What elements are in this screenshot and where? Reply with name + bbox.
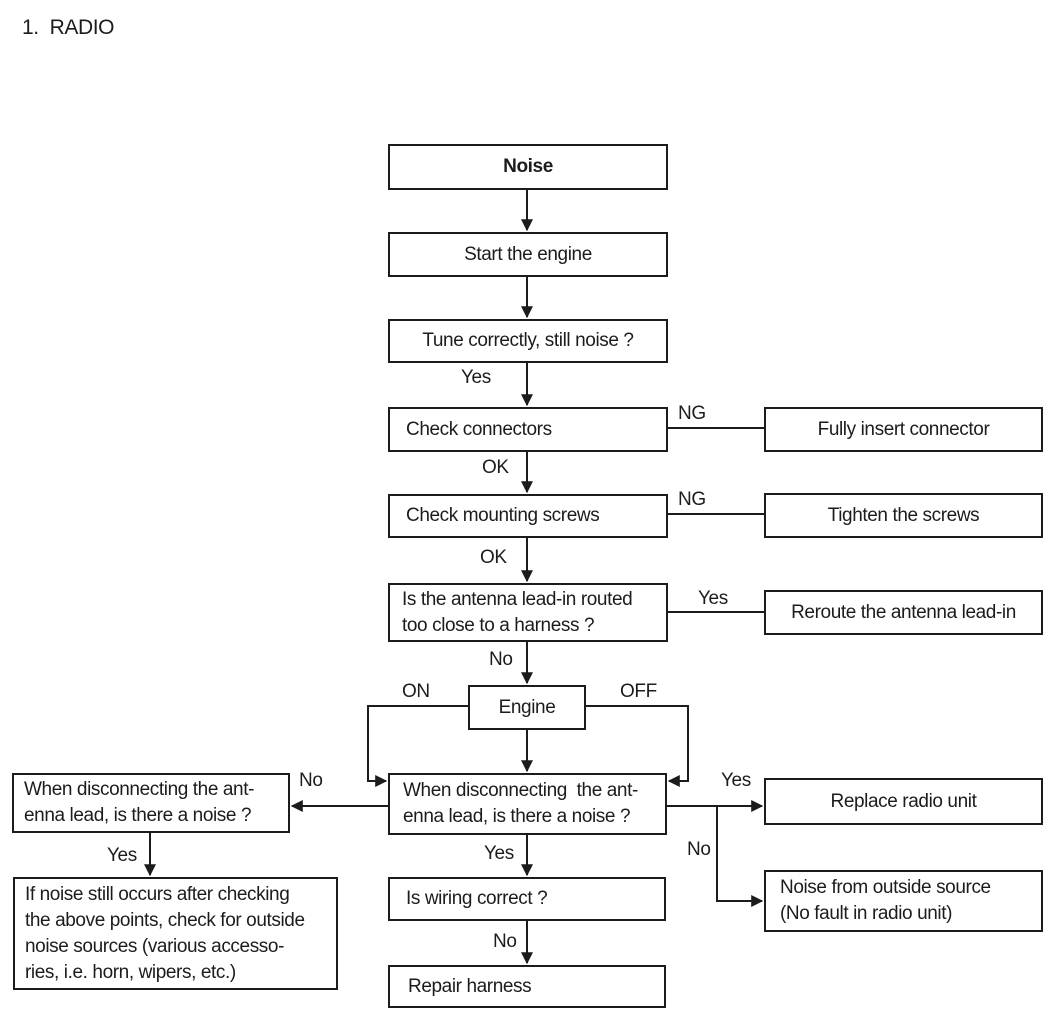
node-replace-radio-unit: Replace radio unit xyxy=(764,778,1043,825)
node-noise: Noise xyxy=(388,144,668,190)
node-fully-insert-connector-label: Fully insert connector xyxy=(817,418,990,440)
label-yes-disc-right: Yes xyxy=(721,770,751,791)
label-yes-antenna: Yes xyxy=(698,588,728,609)
label-ng-connectors: NG xyxy=(678,403,706,424)
label-engine-off: OFF xyxy=(620,681,657,702)
node-disconnect-antenna-left: When disconnecting the ant- enna lead, i… xyxy=(12,773,290,833)
label-no-branch: No xyxy=(687,839,711,860)
node-check-connectors: Check connectors xyxy=(388,407,668,452)
label-no-antenna: No xyxy=(489,649,513,670)
label-ok-connectors: OK xyxy=(482,457,509,478)
node-engine: Engine xyxy=(468,685,586,730)
page-title: 1. RADIO xyxy=(22,16,115,39)
node-check-mounting-screws-label: Check mounting screws xyxy=(406,505,600,526)
label-yes-tune: Yes xyxy=(461,367,491,388)
node-repair-harness: Repair harness xyxy=(388,965,666,1008)
node-disconnect-antenna-left-line2: enna lead, is there a noise ? xyxy=(24,805,252,826)
label-yes-left-down: Yes xyxy=(107,845,137,866)
node-disconnect-antenna-left-line1: When disconnecting the ant- xyxy=(24,779,255,800)
node-engine-label: Engine xyxy=(498,696,556,718)
node-outside-noise-check-line3: noise sources (various accesso- xyxy=(25,935,284,957)
node-antenna-leadin-line2: too close to a harness ? xyxy=(402,614,595,636)
node-antenna-leadin-line1: Is the antenna lead-in routed xyxy=(402,588,633,610)
node-start-engine-label: Start the engine xyxy=(464,243,592,265)
node-disconnect-antenna-center-line1: When disconnecting the ant- xyxy=(403,780,638,801)
node-noise-outside-source: Noise from outside source (No fault in r… xyxy=(764,870,1043,932)
node-fully-insert-connector: Fully insert connector xyxy=(764,407,1043,452)
node-tighten-screws: Tighten the screws xyxy=(764,493,1043,538)
node-noise-outside-source-line1: Noise from outside source xyxy=(780,877,991,898)
node-tune-correctly-label: Tune correctly, still noise ? xyxy=(422,330,634,351)
node-outside-noise-check-line4: ries, i.e. horn, wipers, etc.) xyxy=(25,961,236,983)
label-ng-screws: NG xyxy=(678,489,706,510)
node-noise-label: Noise xyxy=(503,156,553,177)
label-no-disc-left: No xyxy=(299,770,323,791)
label-ok-screws: OK xyxy=(480,547,507,568)
label-no-wiring: No xyxy=(493,931,517,952)
node-replace-radio-unit-label: Replace radio unit xyxy=(830,790,977,812)
node-reroute-leadin-label: Reroute the antenna lead-in xyxy=(791,601,1016,623)
node-disconnect-antenna-center: When disconnecting the ant- enna lead, i… xyxy=(388,773,667,835)
node-repair-harness-label: Repair harness xyxy=(408,975,532,997)
label-engine-on: ON xyxy=(402,681,430,702)
node-tune-correctly: Tune correctly, still noise ? xyxy=(388,319,668,363)
node-is-wiring-correct: Is wiring correct ? xyxy=(388,877,666,921)
node-reroute-leadin: Reroute the antenna lead-in xyxy=(764,590,1043,635)
label-yes-disc-down: Yes xyxy=(484,843,514,864)
node-noise-outside-source-line2: (No fault in radio unit) xyxy=(780,903,953,924)
node-outside-noise-check-line1: If noise still occurs after checking xyxy=(25,883,290,905)
arrow-no-branch-outside xyxy=(716,806,764,907)
node-tighten-screws-label: Tighten the screws xyxy=(827,504,980,526)
arrow-engine-off-branch xyxy=(586,705,689,787)
node-outside-noise-check-line2: the above points, check for outside xyxy=(25,909,305,931)
node-check-connectors-label: Check connectors xyxy=(406,418,552,440)
node-outside-noise-check: If noise still occurs after checking the… xyxy=(13,877,338,990)
node-antenna-leadin: Is the antenna lead-in routed too close … xyxy=(388,583,668,642)
arrow-engine-on-branch xyxy=(367,705,468,787)
node-check-mounting-screws: Check mounting screws xyxy=(388,494,668,538)
node-is-wiring-correct-label: Is wiring correct ? xyxy=(406,888,548,909)
node-disconnect-antenna-center-line2: enna lead, is there a noise ? xyxy=(403,806,631,827)
node-start-engine: Start the engine xyxy=(388,232,668,277)
